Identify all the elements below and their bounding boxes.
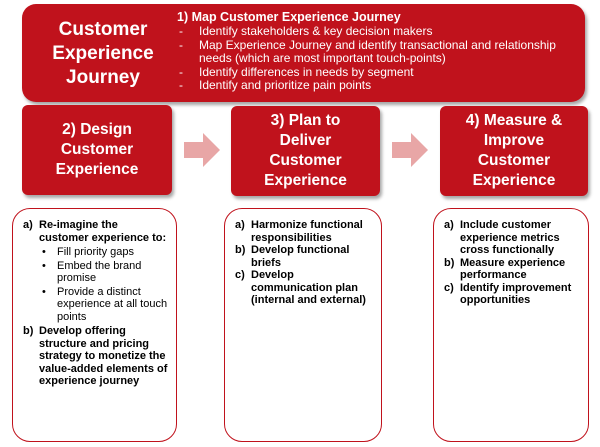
item-text: Include customer experience metrics cros… (460, 219, 560, 256)
list-item: c) Develop communication plan (internal … (231, 269, 375, 307)
banner-points: Identify stakeholders & key decision mak… (177, 24, 577, 93)
design-details-card: a) Re-imagine the customer experience to… (12, 208, 177, 442)
sub-list: Fill priority gaps Embed the brand promi… (39, 246, 170, 323)
item-letter: c) (235, 269, 245, 281)
item-text: Measure experience performance (460, 256, 566, 282)
phase-plan-box: 3) Plan to Deliver Customer Experience (231, 106, 380, 196)
list-item: a) Re-imagine the customer experience to… (19, 219, 170, 325)
right-arrow-icon (184, 133, 220, 167)
plan-items: a) Harmonize functional responsibilities… (231, 219, 375, 307)
right-arrow-icon (392, 133, 428, 167)
design-items: a) Re-imagine the customer experience to… (19, 219, 170, 388)
item-letter: b) (235, 244, 246, 256)
list-item: c) Identify improvement opportunities (440, 282, 582, 307)
item-letter: a) (444, 219, 454, 231)
banner-point: Identify and prioritize pain points (177, 78, 577, 93)
measure-details-card: a) Include customer experience metrics c… (433, 208, 589, 442)
item-text: Develop functional briefs (251, 244, 350, 269)
banner-point: Identify stakeholders & key decision mak… (177, 24, 577, 39)
item-text: Harmonize functional responsibilities (251, 219, 363, 244)
item-text: Re-imagine the customer experience to: (39, 219, 167, 244)
item-text: Identify improvement opportunities (460, 281, 572, 307)
phase-measure-box: 4) Measure & Improve Customer Experience (440, 106, 588, 196)
item-letter: a) (235, 219, 245, 231)
list-item: a) Include customer experience metrics c… (440, 219, 582, 257)
sub-item: Embed the brand promise (39, 260, 170, 285)
banner-point: Identify differences in needs by segment (177, 65, 577, 80)
item-letter: b) (23, 325, 34, 337)
item-letter: b) (444, 256, 455, 269)
item-letter: c) (444, 281, 454, 294)
item-text: Develop communication plan (internal and… (251, 269, 366, 306)
banner-point: Map Experience Journey and identify tran… (177, 38, 577, 66)
sub-item: Fill priority gaps (39, 246, 170, 259)
list-item: b) Measure experience performance (440, 257, 582, 282)
item-text: Develop offering structure and pricing s… (39, 325, 168, 387)
item-letter: a) (23, 219, 33, 231)
list-item: b) Develop offering structure and pricin… (19, 325, 170, 388)
measure-items: a) Include customer experience metrics c… (440, 219, 582, 307)
sub-item: Provide a distinct experience at all tou… (39, 286, 170, 324)
list-item: a) Harmonize functional responsibilities (231, 219, 375, 244)
phase-design-box: 2) Design Customer Experience (22, 105, 172, 195)
banner-step-title: 1) Map Customer Experience Journey (177, 10, 401, 24)
journey-banner: Customer Experience Journey 1) Map Custo… (22, 4, 585, 102)
banner-title: Customer Experience Journey (52, 19, 154, 88)
banner-step: 1) Map Customer Experience Journey Ident… (177, 10, 577, 93)
list-item: b) Develop functional briefs (231, 244, 375, 269)
plan-details-card: a) Harmonize functional responsibilities… (224, 208, 382, 442)
